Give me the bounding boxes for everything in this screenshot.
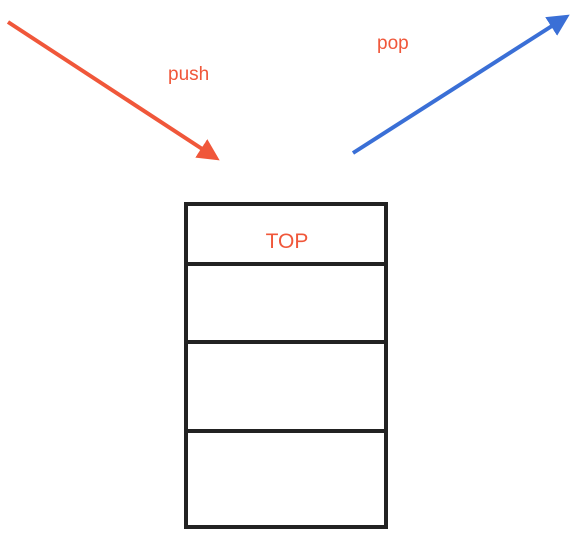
push-label: push: [168, 64, 209, 85]
stack-top-label: TOP: [266, 230, 309, 253]
stack: TOP: [184, 202, 388, 529]
pop-label: pop: [377, 33, 409, 54]
stack-outline: [184, 202, 388, 529]
pop-arrow: [351, 14, 570, 155]
push-arrow: [6, 20, 220, 161]
